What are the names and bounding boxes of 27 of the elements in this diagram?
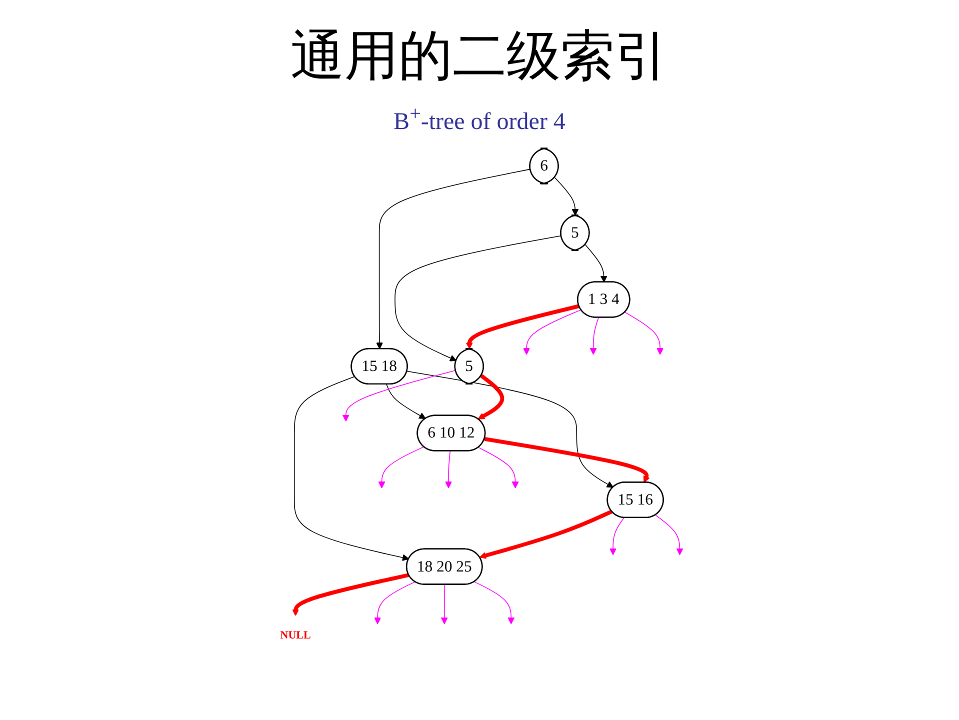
arrow [478,447,518,488]
subtitle-text: B$^{+}$-tree of order 4 [392,103,566,136]
arrow [440,584,448,624]
arrow [465,304,580,350]
arrow [386,384,426,420]
arrow [406,370,614,488]
arrow [292,573,409,616]
arrow [374,581,415,624]
arrow [342,370,456,422]
title: 通用的二级索引 [290,23,670,89]
arrow [376,168,530,350]
arrow [554,177,578,216]
arrow [484,437,650,483]
arrow [584,244,607,283]
arrow [609,517,624,556]
arrow [478,510,612,559]
arrow [394,235,562,362]
arrow [654,514,683,556]
arrow [293,376,409,561]
arrow [522,309,581,355]
arrow [589,317,598,355]
arrow [477,374,504,420]
arrow [624,312,664,355]
node-text: NULL [280,630,310,642]
arrow [444,450,452,488]
arrow [378,446,424,488]
arrow [474,581,514,624]
